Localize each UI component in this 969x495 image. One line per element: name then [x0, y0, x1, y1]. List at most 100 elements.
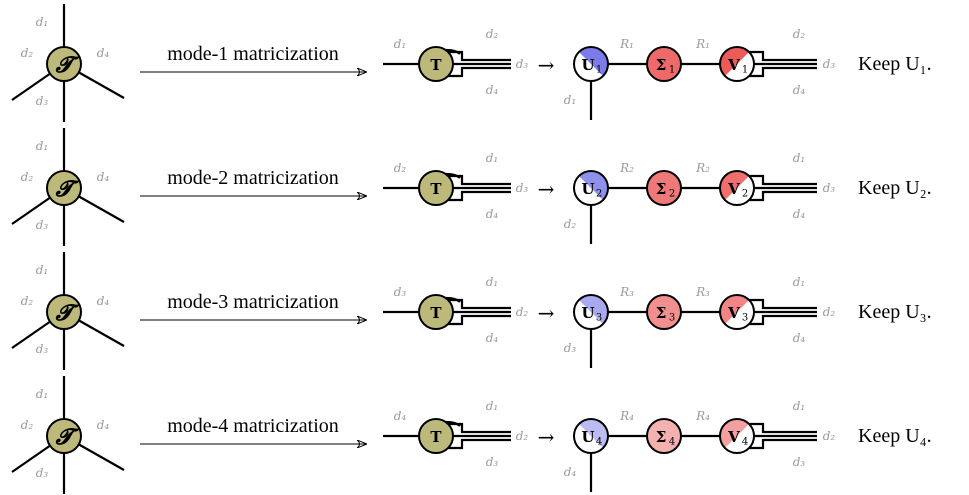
T-right-top-label: d₁: [486, 275, 499, 289]
T-right-mid-label: d₃: [516, 181, 529, 195]
T-left-label: d₁: [394, 37, 407, 51]
leg-label-right: d₄: [97, 170, 110, 184]
rank-label-2: R₃: [695, 285, 710, 299]
sigma-symbol: Σ: [656, 304, 667, 322]
U-node-fill: [578, 295, 608, 325]
rank-label-2: R₁: [695, 37, 710, 51]
U-bottom-label: d₄: [564, 465, 577, 479]
T-bracket-top: [445, 420, 461, 427]
V-right-bottom-label: d₄: [793, 331, 806, 345]
V-right-mid-label: d₃: [823, 181, 836, 195]
U-subscript: 4: [596, 437, 602, 448]
T-symbol: T: [430, 56, 442, 74]
T-right-leg-bottom: [448, 314, 511, 326]
V-right-mid-label: d₃: [823, 57, 836, 71]
T-node: [418, 294, 454, 330]
sigma-subscript: 1: [669, 65, 675, 76]
T-right-bottom-label: d₃: [486, 455, 499, 469]
V-subscript: 4: [742, 437, 748, 448]
matricization-label: mode-1 matricization: [167, 43, 339, 65]
sigma-node: [646, 46, 682, 82]
V-node-fill: [720, 47, 750, 77]
leg-label-left: d₂: [21, 46, 34, 60]
equals-arrow: →: [538, 53, 555, 77]
sigma-subscript: 2: [669, 189, 675, 200]
U-node-fill: [578, 47, 608, 77]
sigma-node: [646, 418, 682, 454]
leg-label-right: d₄: [97, 418, 110, 432]
T-left-label: d₂: [394, 161, 407, 175]
equals-arrow: →: [538, 425, 555, 449]
U-bottom-label: d₃: [564, 341, 577, 355]
V-node-fill: [720, 295, 750, 325]
V-right-leg-bottom: [749, 66, 817, 78]
T-right-leg-bottom: [448, 66, 511, 78]
sigma-node: [646, 294, 682, 330]
leg-label-bottom: d₃: [36, 466, 49, 480]
T-bracket-top: [445, 296, 461, 303]
U-node: [573, 294, 609, 330]
V-right-leg-bottom: [749, 314, 817, 326]
leg-label-top: d₁: [36, 263, 49, 277]
T-right-leg-bottom: [448, 438, 511, 450]
V-right-leg-top: [749, 422, 817, 434]
V-right-top-label: d₁: [793, 399, 806, 413]
leg-label-right: d₄: [97, 294, 110, 308]
U-bottom-label: d₂: [564, 217, 577, 231]
U-node-fill: [578, 419, 608, 449]
V-node: [719, 418, 755, 454]
leg-label-right: d₄: [97, 46, 110, 60]
T-symbol: T: [430, 180, 442, 198]
U-symbol: U: [581, 56, 594, 74]
sigma-subscript: 4: [669, 437, 675, 448]
sigma-symbol: Σ: [656, 428, 667, 446]
tensor-node: [46, 294, 82, 330]
V-right-leg-bottom: [749, 438, 817, 450]
matricization-label: mode-2 matricization: [167, 167, 339, 189]
T-right-top-label: d₂: [486, 27, 499, 41]
tensor-node: [46, 418, 82, 454]
keep-caption: Keep U₁.: [858, 53, 932, 75]
V-symbol: V: [727, 180, 740, 198]
keep-caption: Keep U₃.: [858, 301, 932, 323]
T-right-mid-label: d₂: [516, 429, 529, 443]
V-symbol: V: [727, 304, 740, 322]
V-right-leg-top: [749, 298, 817, 310]
V-right-mid-label: d₂: [823, 429, 836, 443]
V-right-bottom-label: d₃: [793, 455, 806, 469]
V-subscript: 2: [742, 189, 748, 200]
T-node: [418, 46, 454, 82]
rank-label-1: R₂: [619, 161, 634, 175]
T-right-bottom-label: d₄: [486, 83, 499, 97]
U-symbol: U: [581, 304, 594, 322]
V-node: [719, 294, 755, 330]
V-right-bottom-label: d₄: [793, 83, 806, 97]
U-node: [573, 46, 609, 82]
U-subscript: 1: [596, 65, 602, 76]
V-node: [719, 170, 755, 206]
T-right-leg-bottom: [448, 190, 511, 202]
T-bracket-top: [445, 48, 461, 55]
keep-caption: Keep U₄.: [858, 425, 932, 447]
leg-label-top: d₁: [36, 15, 49, 29]
leg-label-left: d₂: [21, 294, 34, 308]
tensor-node: [46, 46, 82, 82]
leg-label-bottom: d₃: [36, 94, 49, 108]
T-symbol: T: [430, 428, 442, 446]
rank-label-1: R₄: [619, 409, 634, 423]
V-subscript: 1: [742, 65, 748, 76]
V-right-mid-label: d₂: [823, 305, 836, 319]
T-right-mid-label: d₃: [516, 57, 529, 71]
U-node: [573, 170, 609, 206]
sigma-node: [646, 170, 682, 206]
leg-label-bottom: d₃: [36, 342, 49, 356]
rank-label-1: R₁: [619, 37, 634, 51]
sigma-subscript: 3: [669, 313, 675, 324]
U-symbol: U: [581, 428, 594, 446]
V-right-bottom-label: d₄: [793, 207, 806, 221]
keep-caption: Keep U₂.: [858, 177, 932, 199]
